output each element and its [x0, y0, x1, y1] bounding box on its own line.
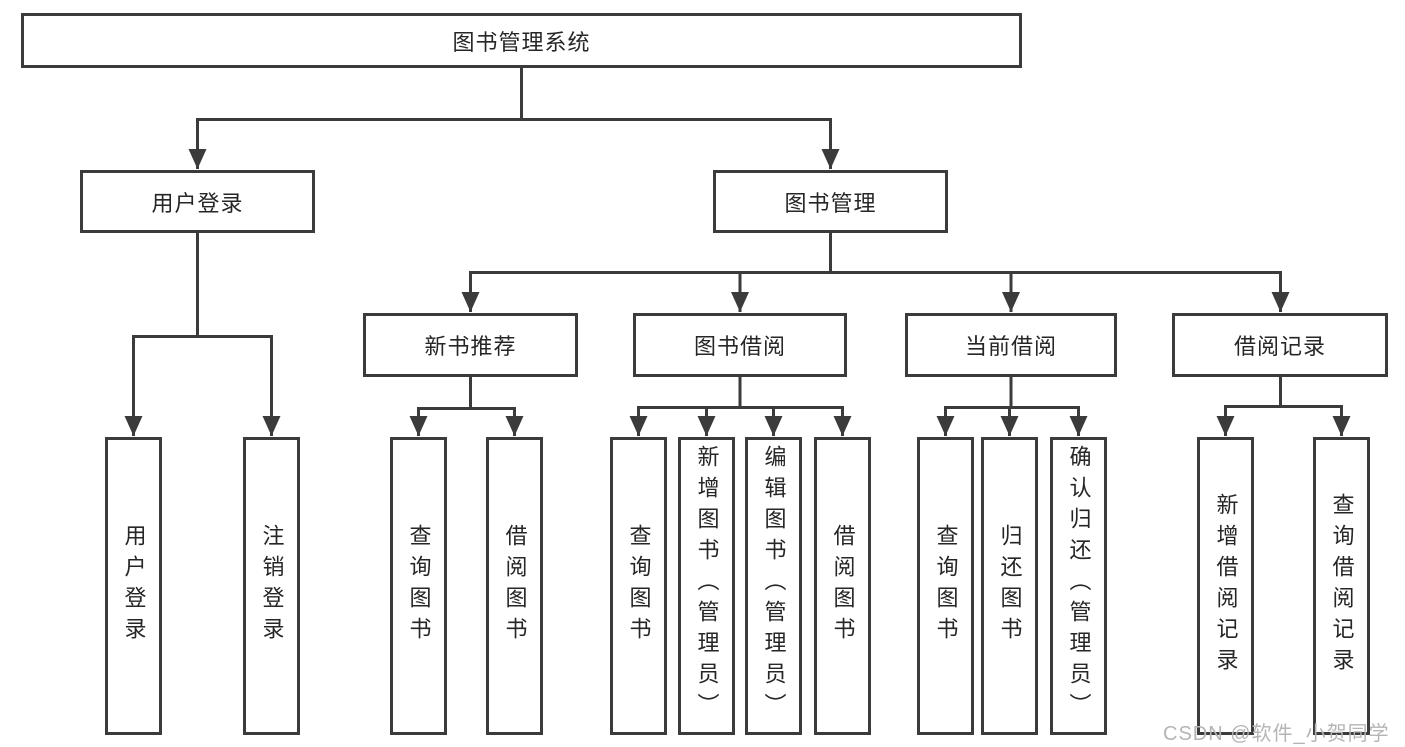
- leaf-label: 借阅图书: [502, 524, 528, 648]
- leaf-add-borrow-record: 新增借阅记录: [1197, 437, 1254, 735]
- leaf-logout: 注销登录: [243, 437, 300, 735]
- node-library-management-system: 图书管理系统: [21, 13, 1022, 68]
- leaf-confirm-return-admin: 确认归还（管理员）: [1050, 437, 1107, 735]
- leaf-query-books-borrow: 查询图书: [610, 437, 667, 735]
- leaf-query-borrow-record: 查询借阅记录: [1313, 437, 1370, 735]
- node-label: 用户登录: [151, 190, 244, 216]
- node-borrowing-records: 借阅记录: [1172, 313, 1388, 377]
- node-label: 图书管理: [784, 190, 877, 216]
- leaf-label: 查询借阅记录: [1329, 493, 1355, 679]
- leaf-label: 借阅图书: [830, 524, 856, 648]
- leaf-label: 查询图书: [933, 524, 959, 648]
- node-new-book-recommendation: 新书推荐: [363, 313, 578, 377]
- leaf-label: 新增借阅记录: [1213, 493, 1239, 679]
- node-book-borrowing: 图书借阅: [633, 313, 847, 377]
- node-label: 图书管理系统: [452, 29, 591, 55]
- node-label: 图书借阅: [693, 334, 786, 359]
- node-current-borrowing: 当前借阅: [905, 313, 1117, 377]
- leaf-label: 确认归还（管理员）: [1066, 445, 1092, 724]
- node-user-login-branch: 用户登录: [80, 170, 315, 233]
- node-label: 当前借阅: [964, 334, 1057, 359]
- leaf-label: 查询图书: [626, 524, 652, 648]
- leaf-query-books-recommend: 查询图书: [390, 437, 447, 735]
- node-label: 借阅记录: [1233, 334, 1326, 359]
- leaf-return-books: 归还图书: [981, 437, 1038, 735]
- leaf-query-books-current: 查询图书: [917, 437, 974, 735]
- leaf-label: 新增图书（管理员）: [694, 445, 720, 724]
- node-book-management-branch: 图书管理: [713, 170, 948, 233]
- leaf-add-books-admin: 新增图书（管理员）: [678, 437, 735, 735]
- leaf-user-login: 用户登录: [105, 437, 162, 735]
- watermark: CSDN @软件_小贺同学: [1163, 723, 1390, 745]
- leaf-label: 编辑图书（管理员）: [761, 445, 787, 724]
- leaf-label: 用户登录: [121, 524, 147, 648]
- leaf-label: 查询图书: [406, 524, 432, 648]
- node-label: 新书推荐: [424, 334, 517, 359]
- leaf-borrow-books: 借阅图书: [814, 437, 871, 735]
- leaf-borrow-books-recommend: 借阅图书: [486, 437, 543, 735]
- leaf-edit-books-admin: 编辑图书（管理员）: [745, 437, 802, 735]
- leaf-label: 归还图书: [997, 524, 1023, 648]
- leaf-label: 注销登录: [259, 524, 285, 648]
